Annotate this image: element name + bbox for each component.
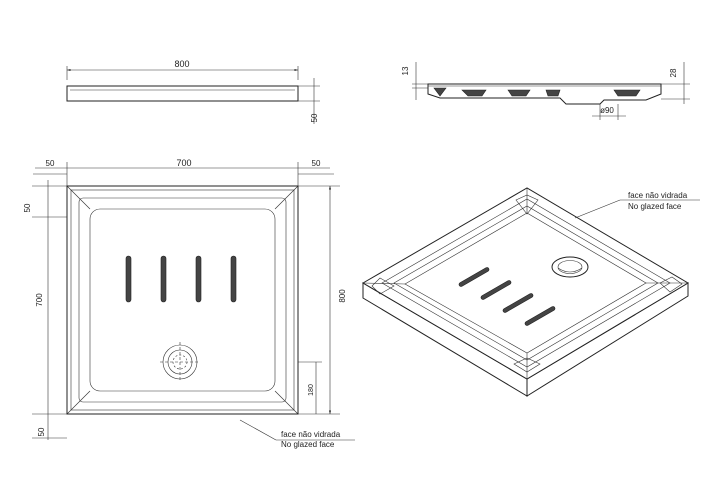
iso-slot-1 (458, 267, 490, 287)
plan-note-pt: face não vidrada (281, 430, 341, 439)
dim-plan-total-height: 800 (338, 289, 347, 303)
dim-top-height: 50 (310, 113, 319, 122)
plan-view: 50 700 50 50 700 50 800 180 (23, 158, 355, 449)
iso-slot-4 (524, 306, 556, 326)
plan-slot-1 (125, 255, 132, 303)
iso-slot-3 (502, 293, 534, 313)
plan-slot-2 (160, 255, 167, 303)
dim-drain-diameter: ø90 (600, 106, 614, 115)
dim-plan-margin-top: 50 (23, 203, 32, 212)
dim-plan-margin-bottom: 50 (37, 427, 46, 436)
dim-plan-margin-right: 50 (312, 159, 321, 168)
iso-drain (551, 256, 589, 278)
plan-slot-4 (230, 255, 237, 303)
iso-note-pt: face não vidrada (628, 191, 688, 200)
side-section-view: 13 28 ø90 (401, 62, 690, 120)
iso-slot-2 (480, 280, 512, 300)
dim-plan-inner-height: 700 (35, 293, 44, 307)
dim-plan-inner-width: 700 (176, 158, 191, 168)
dim-top-width: 800 (174, 59, 189, 69)
plan-slot-3 (195, 255, 202, 303)
plan-drain (160, 342, 200, 382)
iso-note-en: No glazed face (628, 202, 682, 211)
dim-side-large: 28 (669, 68, 678, 77)
dim-side-small: 13 (401, 66, 410, 75)
dim-drain-offset: 180 (308, 384, 315, 396)
dim-plan-margin-left: 50 (46, 159, 55, 168)
plan-note-en: No glazed face (281, 440, 335, 449)
front-elevation-view: 800 50 (66, 59, 320, 124)
isometric-view: face não vidrada No glazed face (362, 187, 700, 397)
